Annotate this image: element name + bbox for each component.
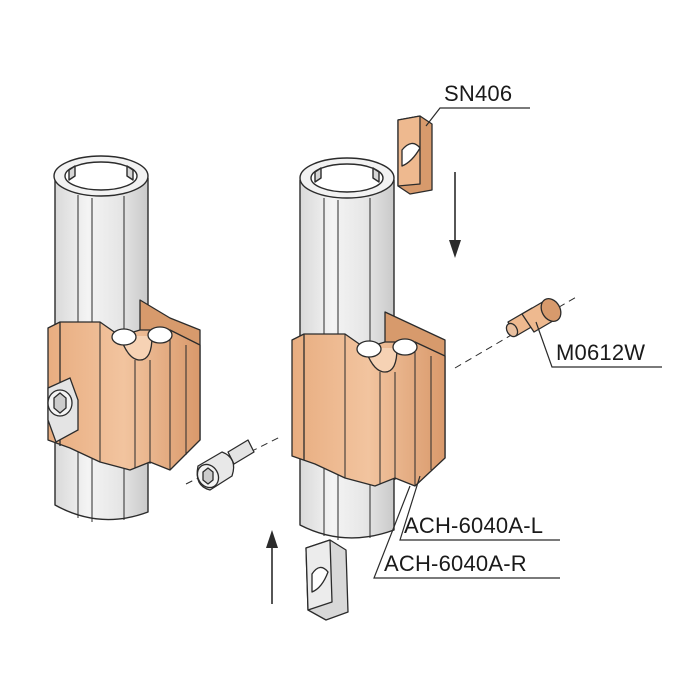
label-sn406: SN406: [444, 81, 512, 106]
left-bracket: [47, 299, 201, 471]
left-bolt-head: [47, 377, 79, 443]
bolt-left: [185, 435, 283, 491]
right-bracket: [291, 311, 446, 487]
label-ach-6040a-r: ACH-6040A-R: [384, 551, 527, 576]
label-ach-6040a-l: ACH-6040A-L: [404, 513, 543, 538]
bolt-right: [454, 295, 579, 369]
clip-nut-top: [397, 115, 433, 195]
arrow-up: [266, 530, 278, 604]
leader-lines: [373, 107, 662, 579]
arrow-down: [449, 172, 461, 258]
clip-nut-bottom: [305, 539, 349, 621]
label-m0612w: M0612W: [556, 340, 645, 365]
